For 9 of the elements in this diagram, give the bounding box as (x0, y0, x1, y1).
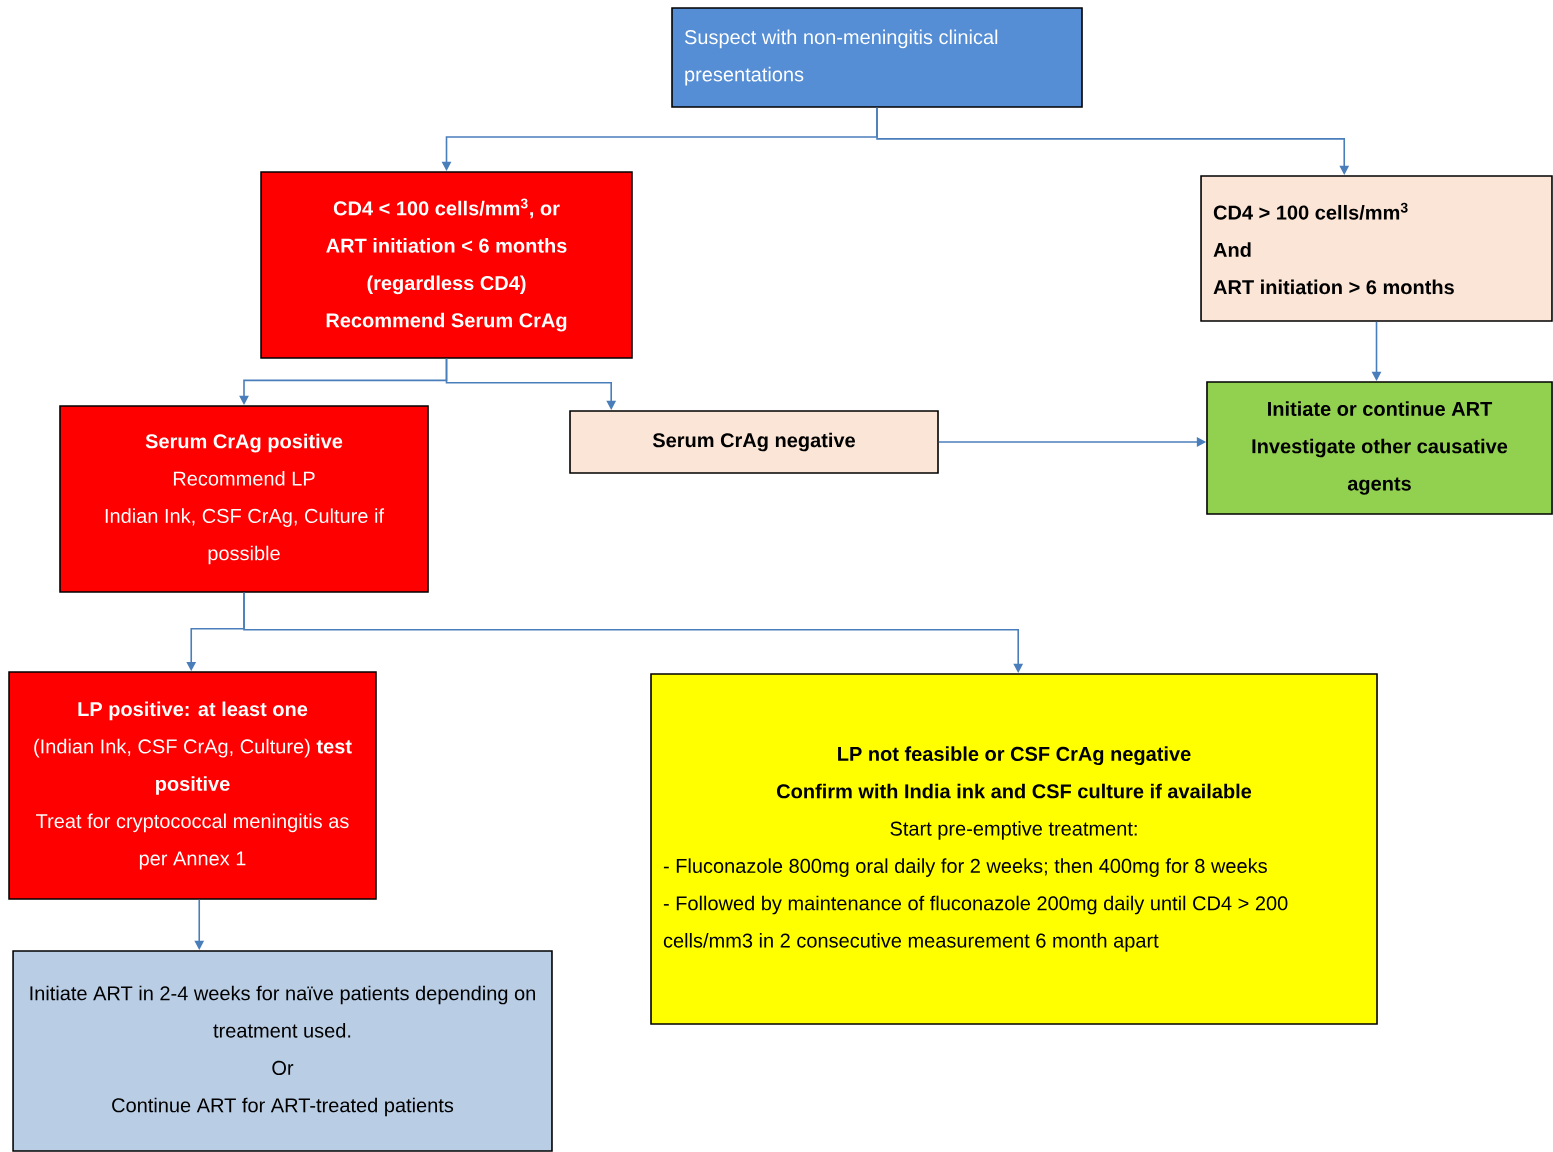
process-box: Initiate or continue ART Investigate other causative agents (1206, 381, 1553, 515)
process-box: CD4 > 100 cells/mm$^{3}$ And ART initiation > 6 months (1200, 175, 1553, 322)
process-box: LP not feasible or CSF CrAg negative Confirm with India ink and CSF culture if available Start pre-emptive treatment: - Fluconazole 800mg oral daily for 2 weeks; then 400mg for 8 weeks - Followed by maintenance of fluconazole 200mg daily until CD4 > 200 cells/mm3 in 2 consecutive measurement 6 month apart (650, 673, 1378, 1025)
process-box: Serum CrAg negative (569, 410, 939, 474)
process-box: CD4 < 100 cells/mm$^{3}$, or ART initiation < 6 months (regardless CD4) Recommend Serum CrAg (260, 171, 633, 359)
process-box: LP positive: at least one (Indian Ink, CSF CrAg, Culture) test positive Treat for cryptococcal meningitis as per Annex 1 (8, 671, 377, 900)
process-box: Suspect with non-meningitis clinical presentations (671, 7, 1083, 108)
process-box: Serum CrAg positive Recommend LP Indian Ink, CSF CrAg, Culture if possible (59, 405, 429, 593)
process-box: Initiate ART in 2-4 weeks for naïve patients depending on treatment used. Or Continue ART for ART-treated patients (12, 950, 553, 1152)
